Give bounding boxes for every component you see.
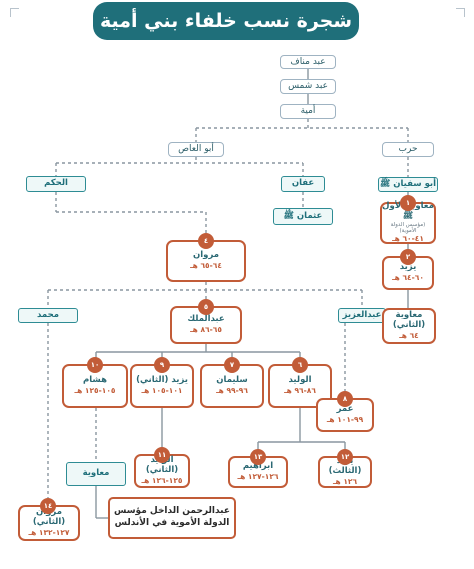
caliph-years: ٨٦-٩٦ هـ <box>284 386 316 396</box>
caliph-years: ١٢٦ هـ <box>332 476 358 486</box>
caliph-number-badge: ٨ <box>337 391 353 407</box>
caliph-years: ٦٤-٦٥ هـ <box>190 261 222 271</box>
node-affan: عفان <box>281 176 325 192</box>
caliph-years: ٦٤ هـ <box>399 330 419 340</box>
node-abd-al-aziz: عبدالعزيز <box>338 308 386 323</box>
caliph-number-badge: ١٤ <box>40 498 56 514</box>
caliph-years: ١٠٥-١٢٥ هـ <box>74 386 116 396</box>
node-umayya: أمية <box>280 104 336 119</box>
caliph-number-badge: ٦ <box>292 357 308 373</box>
node-abu-sufyan: أبو سفيان ﷺ <box>378 177 438 192</box>
node-muhammad: محمد <box>18 308 78 323</box>
caliph-al-walid: الوليد ٨٦-٩٦ هـ <box>268 364 332 408</box>
caliph-subtitle: (مؤسس الدولة الأموية) <box>390 221 426 234</box>
caliph-muawiya-ii: معاوية (الثاني) ٦٤ هـ <box>382 308 436 344</box>
caliph-number-badge: ١٠ <box>87 357 103 373</box>
caliph-number-badge: ٢ <box>400 249 416 265</box>
caliph-years: ٩٩-١٠١ هـ <box>326 415 364 425</box>
caliph-name: الوليد <box>288 375 312 386</box>
caliph-number-badge: ٤ <box>198 233 214 249</box>
caliph-years: ٦٥-٨٦ هـ <box>190 325 222 335</box>
caliph-name: عمر <box>336 404 354 415</box>
node-abd-manaf: عبد مناف <box>280 55 336 69</box>
node-uthman: عثمان ﷺ <box>273 208 333 225</box>
caliph-name: عبدالملك <box>187 314 225 325</box>
caliph-years: ٦٠-٦٤ هـ <box>392 273 424 283</box>
page-title: شجرة نسب خلفاء بني أمية <box>93 2 359 40</box>
caliph-number-badge: ٩ <box>154 357 170 373</box>
caliph-name: سليمان <box>216 375 248 386</box>
caliph-years: ١٢٧-١٣٢ هـ <box>28 527 70 537</box>
node-abd-shams: عبد شمس <box>280 79 336 94</box>
node-abu-al-as: أبو العاص <box>168 142 224 157</box>
caliph-years: ١٠١-١٠٥ هـ <box>141 386 183 396</box>
caliph-number-badge: ١٢ <box>337 449 353 465</box>
caliph-name: يزيد <box>399 262 417 273</box>
frame-corner-top-left <box>10 8 19 17</box>
caliph-number-badge: ٥ <box>198 299 214 315</box>
caliph-number-badge: ١٣ <box>250 449 266 465</box>
note-abd-al-rahman: عبدالرحمن الداخل مؤسس الدولة الأموية في … <box>108 497 236 539</box>
caliph-number-badge: ٧ <box>224 357 240 373</box>
caliph-name: هشام <box>83 375 107 386</box>
node-muawiya: معاوية <box>66 462 126 486</box>
frame-corner-top-right <box>456 8 465 17</box>
caliph-name: مروان <box>193 250 220 261</box>
caliph-years: ٤١-٦٠ هـ <box>392 234 424 244</box>
caliph-years: ١٢٦-١٢٧ هـ <box>237 472 279 482</box>
caliph-name: ابراهيم <box>242 461 274 472</box>
caliph-name: يزيد (الثاني) <box>136 375 188 386</box>
node-al-hakam: الحكم <box>26 176 86 192</box>
node-harb: حرب <box>382 142 434 157</box>
caliph-number-badge: ١ <box>400 195 416 211</box>
caliph-years: ١٢٥-١٢٦ هـ <box>141 475 183 485</box>
caliph-number-badge: ١١ <box>154 447 170 463</box>
caliph-name: معاوية (الثاني) <box>392 310 426 331</box>
caliph-years: ٩٦-٩٩ هـ <box>216 386 248 396</box>
